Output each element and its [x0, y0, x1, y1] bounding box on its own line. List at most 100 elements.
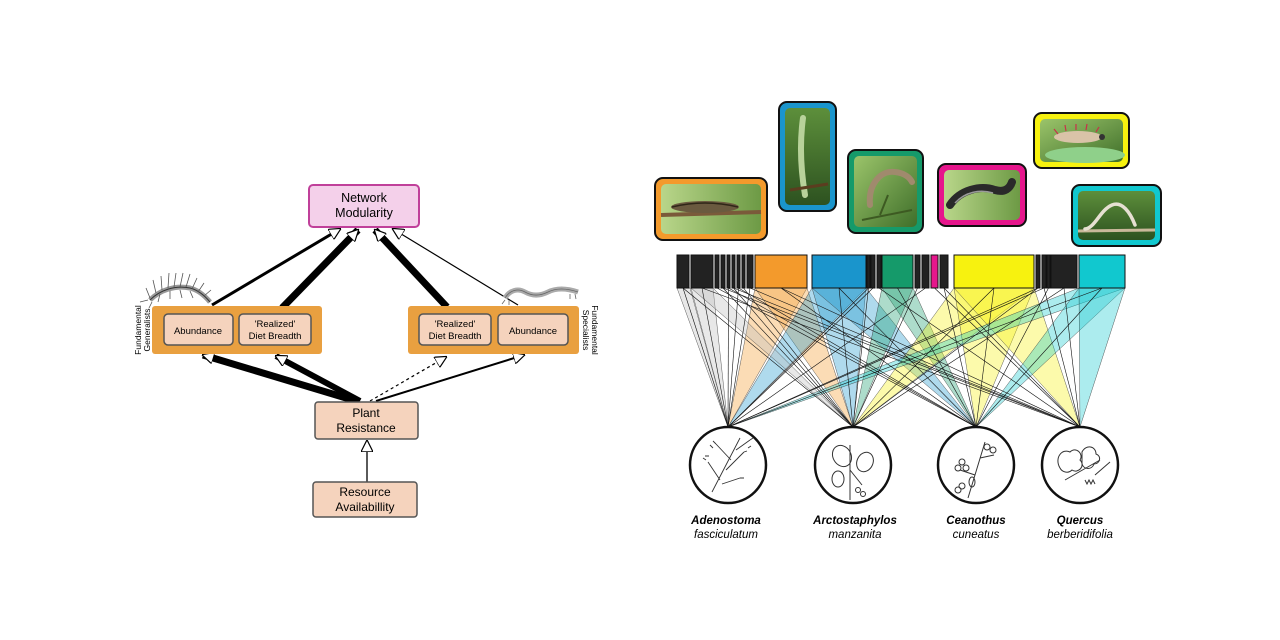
interaction-link-22	[727, 287, 874, 428]
gen-abundance-label: Abundance	[174, 326, 222, 337]
module-segment-black-20	[1035, 254, 1041, 289]
module-segment-black-5	[731, 254, 736, 289]
resource-availability-line1: Resource	[339, 485, 391, 499]
right-diagram: Adenostoma fasciculatum Arctostaphylos m…	[654, 101, 1162, 541]
plant-resistance-line1: Plant	[352, 406, 380, 420]
arrow-gen-abundance-to-modularity	[211, 229, 340, 307]
resource-availability-node: Resource Availabillity	[312, 481, 418, 518]
gen-diet-breadth-node	[238, 313, 312, 346]
caterpillar-photo-green	[847, 149, 924, 234]
interaction-link-39	[727, 287, 1103, 428]
plant-genus-adenostoma: Adenostoma	[690, 515, 761, 527]
interaction-link-33	[852, 287, 1039, 428]
specialists-group: 'Realized' Diet Breadth Abundance Fundam…	[408, 305, 600, 355]
interaction-link-14	[727, 287, 751, 428]
arrow-resistance-to-gen-diet	[276, 353, 362, 404]
spec-side-label-line1: Fundamental	[590, 305, 600, 355]
generalists-group: Abundance 'Realized' Diet Breadth Fundam…	[133, 305, 322, 355]
module-segment-yellow-19	[953, 254, 1035, 289]
spec-diet-line2: Diet Breadth	[429, 331, 482, 342]
plant-species-ceanothus: cuneatus	[953, 529, 1000, 541]
plant-node-arctostaphylos	[813, 425, 893, 505]
module-segment-black-22	[1046, 254, 1051, 289]
interaction-link-38	[1063, 287, 1081, 428]
module-segment-black-16	[921, 254, 930, 289]
interaction-link-24	[897, 287, 977, 428]
interaction-link-5	[722, 287, 854, 428]
interaction-link-37	[852, 287, 1065, 428]
module-segment-black-18	[939, 254, 949, 289]
interaction-link-0	[682, 287, 729, 428]
plant-species-quercus: berberidifolia	[1047, 529, 1113, 541]
caterpillar-photo-yellow	[1033, 112, 1130, 169]
interaction-link-36	[975, 287, 1049, 428]
network-modularity-line1: Network	[341, 191, 388, 205]
interaction-link-16	[780, 287, 977, 428]
interaction-link-35	[1043, 287, 1081, 428]
caterpillar-photos	[654, 101, 1162, 247]
interaction-link-27	[934, 287, 1081, 428]
caterpillar-photo-cyan	[1071, 184, 1162, 247]
module-segment-black-3	[720, 254, 726, 289]
gen-side-label-line2: Generalists	[142, 309, 152, 352]
spec-abundance-label: Abundance	[509, 326, 557, 337]
plant-genus-quercus: Quercus	[1057, 515, 1104, 527]
interaction-link-12	[738, 287, 977, 428]
interaction-link-3	[701, 287, 1081, 428]
caterpillar-photo-blue	[778, 101, 837, 212]
module-segment-black-1	[690, 254, 714, 289]
interaction-link-40	[975, 287, 1103, 428]
interaction-link-1	[682, 287, 854, 428]
arrow-gen-diet-to-modularity	[279, 227, 361, 311]
interaction-links	[682, 287, 1103, 428]
spec-diet-breadth-node	[418, 313, 492, 346]
module-segment-black-23	[1050, 254, 1078, 289]
module-segment-black-6	[736, 254, 741, 289]
causal-arrows	[203, 227, 524, 482]
interaction-link-20	[727, 287, 869, 428]
interaction-bands	[676, 287, 1126, 428]
plant-resistance-node: Plant Resistance	[314, 401, 419, 440]
network-modularity-line2: Modularity	[335, 206, 393, 220]
module-segment-green-14	[881, 254, 914, 289]
interaction-link-17	[780, 287, 1081, 428]
network-modularity-node: Network Modularity	[308, 184, 420, 228]
plant-genus-arctostaphylos: Arctostaphylos	[812, 515, 897, 527]
spec-diet-line1: 'Realized'	[435, 319, 476, 330]
specialist-caterpillar-sketch	[501, 286, 579, 305]
module-segment-black-8	[746, 254, 754, 289]
plant-node-adenostoma	[688, 425, 768, 505]
gen-diet-line2: Diet Breadth	[249, 331, 302, 342]
interaction-link-34	[727, 287, 1045, 428]
interaction-link-9	[733, 287, 854, 428]
interaction-link-25	[852, 287, 918, 428]
module-segment-black-2	[714, 254, 720, 289]
generalist-caterpillar-sketch	[139, 272, 212, 309]
interaction-link-18	[838, 287, 854, 428]
arrow-resistance-to-spec-abundance	[375, 355, 524, 402]
spec-abundance-node	[497, 313, 569, 346]
interaction-link-26	[727, 287, 926, 428]
caterpillar-photo-orange	[654, 177, 768, 241]
module-segment-black-15	[914, 254, 921, 289]
module-segment-black-21	[1041, 254, 1047, 289]
caterpillar-photo-magenta	[937, 163, 1027, 227]
module-segment-magenta-17	[930, 254, 939, 289]
module-segment-blue-10	[811, 254, 867, 289]
plant-genus-ceanothus: Ceanothus	[946, 515, 1005, 527]
interaction-link-6	[722, 287, 1081, 428]
spec-side-label-line2: Specialists	[581, 310, 591, 351]
interaction-link-19	[838, 287, 977, 428]
module-segment-orange-9	[754, 254, 808, 289]
plant-species-adenostoma: fasciculatum	[694, 529, 758, 541]
module-segment-cyan-24	[1078, 254, 1126, 289]
interaction-link-2	[701, 287, 729, 428]
interaction-link-23	[878, 287, 1081, 428]
gen-abundance-node	[163, 313, 234, 346]
interaction-link-4	[716, 287, 977, 428]
interaction-link-7	[727, 287, 729, 428]
module-segment-black-11	[866, 254, 871, 289]
left-diagram: Network Modularity Abundance 'Realized' …	[133, 184, 600, 518]
interaction-band-cyan-4-2	[1078, 287, 1126, 428]
